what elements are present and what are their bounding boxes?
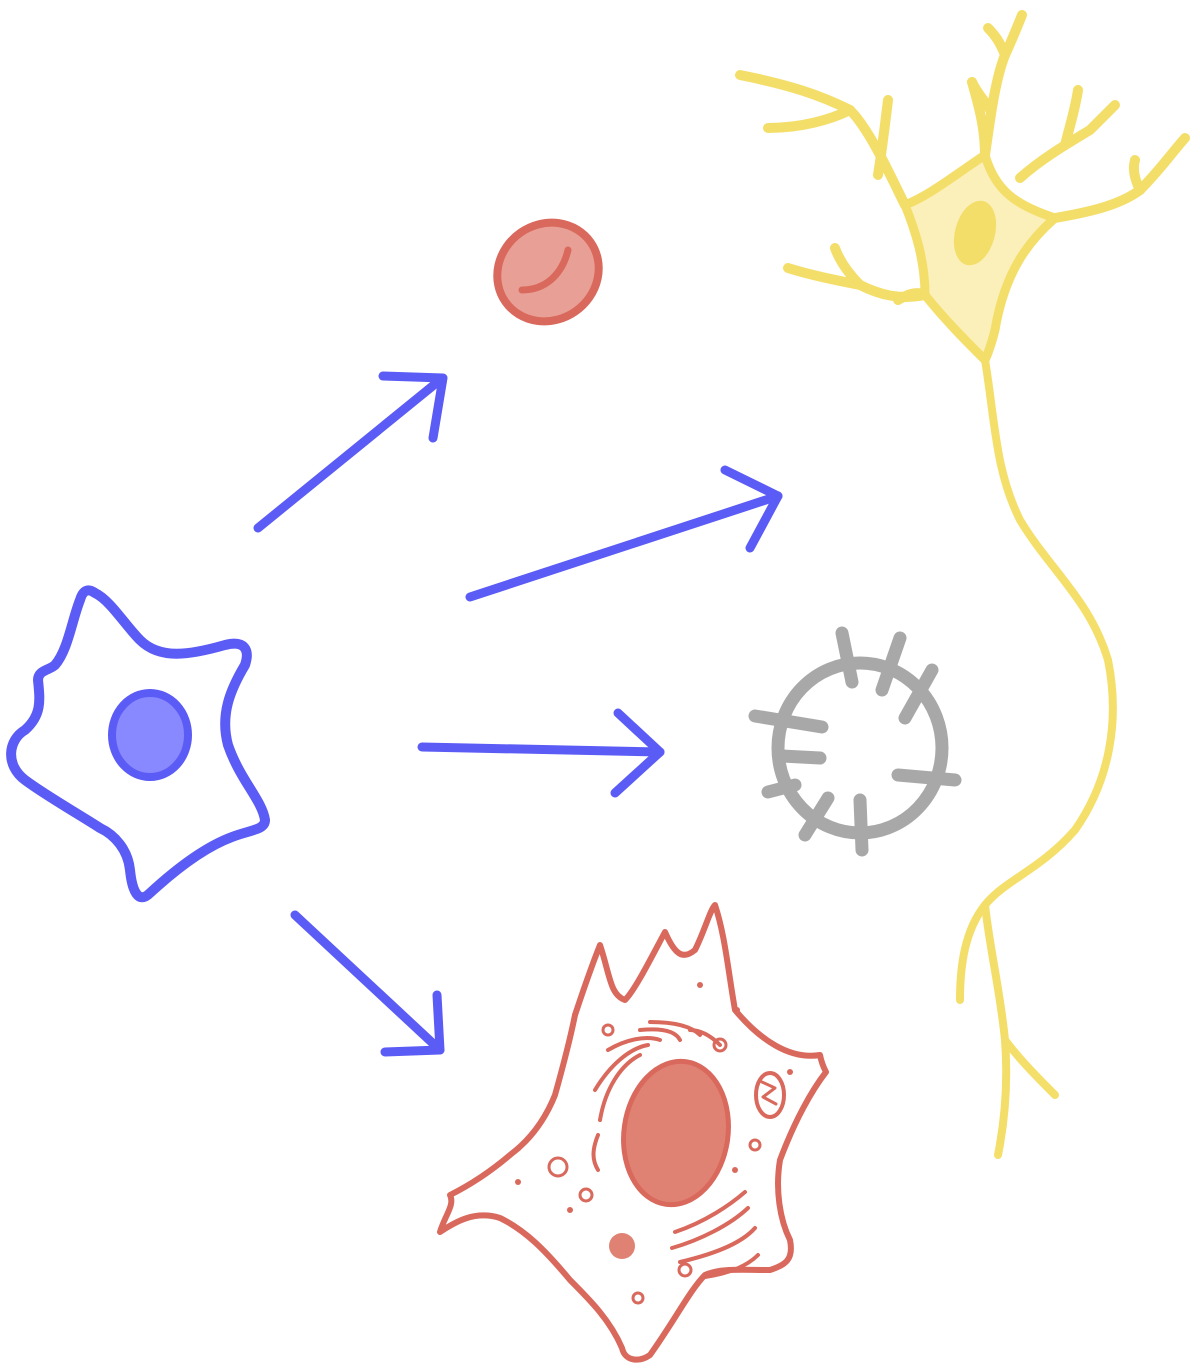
tissue-cell-icon <box>437 902 829 1363</box>
vesicles <box>547 1023 762 1305</box>
neuron-nucleus <box>953 200 997 266</box>
arrow-to-red-blood-cell <box>253 371 448 533</box>
arrow-to-neuron <box>465 465 783 602</box>
neuron-dendrites <box>735 10 1190 305</box>
neuron-icon <box>735 10 1190 1159</box>
lysosome <box>609 1233 635 1259</box>
stem-cell-icon <box>6 585 270 903</box>
arrow-to-immune-cell <box>417 708 665 798</box>
mitochondrion <box>754 1071 786 1119</box>
tissue-cell-nucleus <box>621 1058 731 1208</box>
ribosomes <box>515 982 793 1213</box>
red-blood-cell-icon <box>493 218 603 326</box>
golgi-apparatus <box>670 1190 760 1279</box>
stem-cell-nucleus <box>108 689 192 781</box>
differentiation-arrows <box>253 371 783 1057</box>
neuron-axon <box>956 356 1117 1159</box>
arrow-to-tissue-cell <box>290 910 445 1057</box>
endoplasmic-reticulum <box>591 1020 722 1172</box>
white-blood-cell-icon <box>748 626 962 857</box>
